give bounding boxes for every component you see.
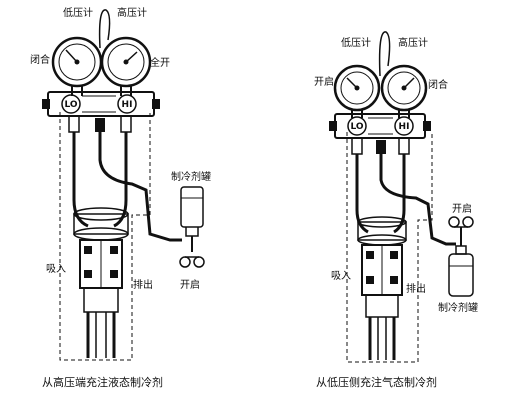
- right-manifold: [329, 113, 431, 139]
- right-suction-label: 吸入: [331, 271, 351, 282]
- right-high-gauge-label: 高压计: [398, 36, 428, 49]
- left-refrigerant-tank: [179, 186, 205, 268]
- right-low-gauge: [333, 64, 381, 118]
- right-refrigerant-tank: [448, 245, 474, 297]
- right-charge-hose: [379, 154, 456, 246]
- left-manifold: [42, 91, 160, 117]
- left-low-gauge-label: 低压计: [63, 6, 93, 19]
- left-low-hose: [72, 132, 89, 228]
- left-high-gauge-label: 高压计: [117, 6, 147, 19]
- left-high-gauge: [100, 36, 152, 96]
- right-low-gauge-label: 低压计: [341, 36, 371, 49]
- right-gauge-tube: [378, 31, 391, 77]
- left-suction-label: 吸入: [46, 264, 66, 275]
- left-low-gauge: [51, 36, 103, 96]
- left-discharge-label: 排出: [133, 278, 153, 291]
- left-open-label: 开启: [180, 278, 200, 291]
- right-lo-knob-label: LO: [350, 122, 363, 132]
- left-caption: 从高压端充注液态制冷剂: [42, 375, 163, 389]
- left-charge-hose: [98, 132, 182, 242]
- right-fittings: [351, 137, 410, 155]
- left-compressor: [73, 207, 129, 358]
- right-hi-knob-label: HI: [399, 122, 410, 132]
- left-valve-left-label: 闭合: [30, 53, 50, 66]
- right-compressor: [357, 216, 407, 360]
- left-tank-label: 制冷剂罐: [171, 170, 211, 183]
- left-gauge-tube: [98, 9, 111, 49]
- right-discharge-label: 排出: [406, 282, 426, 295]
- right-dashed-outline: [346, 132, 433, 363]
- left-valve-right-label: 全开: [150, 56, 170, 69]
- left-fittings: [68, 115, 132, 133]
- right-figure: LO HI: [314, 31, 478, 389]
- left-hi-knob-label: HI: [122, 100, 133, 110]
- right-caption: 从低压侧充注气态制冷剂: [316, 375, 437, 389]
- right-high-gauge: [380, 64, 428, 118]
- right-valve-right-label: 闭合: [428, 78, 448, 91]
- right-tank-label: 制冷剂罐: [438, 301, 478, 314]
- right-tank-valve: [448, 216, 474, 246]
- right-open-label: 开启: [452, 202, 472, 215]
- left-dashed-outline: [59, 112, 151, 361]
- left-high-hose: [113, 132, 128, 228]
- left-lo-knob-label: LO: [64, 100, 77, 110]
- right-valve-left-label: 开启: [314, 75, 334, 88]
- left-figure: LO HI: [30, 6, 211, 389]
